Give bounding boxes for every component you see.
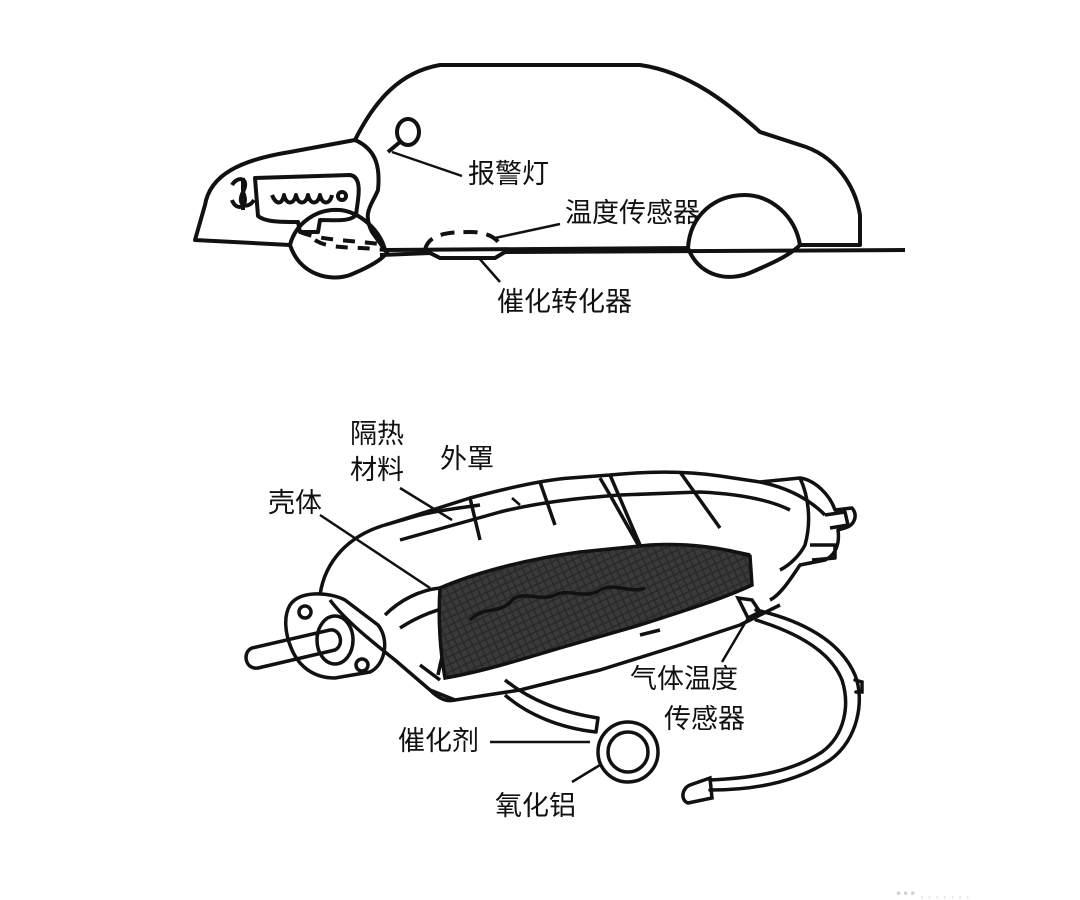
- fan-icon: [232, 178, 254, 210]
- label-insulation-line1: 隔热: [350, 418, 404, 452]
- label-gas-temp-sensor-line2: 传感器: [664, 703, 745, 737]
- peeled-strip: [505, 680, 598, 732]
- sensor-plug: [683, 778, 712, 803]
- label-alumina: 氧化铝: [495, 790, 576, 824]
- sensor-body: [738, 598, 760, 618]
- label-gas-temp-sensor-line1: 气体温度: [630, 663, 738, 697]
- label-shell: 壳体: [268, 487, 322, 521]
- sensor-cable: [710, 610, 859, 790]
- label-catalyst: 催化剂: [398, 725, 479, 759]
- alarm-light-icon: [397, 119, 419, 145]
- label-temperature-sensor: 温度传感器: [565, 197, 700, 231]
- converter-dashed: [425, 232, 502, 250]
- label-alarm-light: 报警灯: [468, 158, 549, 192]
- label-catalytic-converter: 催化转化器: [497, 286, 632, 320]
- alumina-ring-inner: [608, 732, 648, 772]
- watermark: ••• . . . . . . .: [895, 887, 970, 900]
- engine-block: [255, 175, 359, 232]
- label-outer-cover: 外罩: [440, 443, 494, 477]
- label-insulation-line2: 材料: [350, 454, 404, 488]
